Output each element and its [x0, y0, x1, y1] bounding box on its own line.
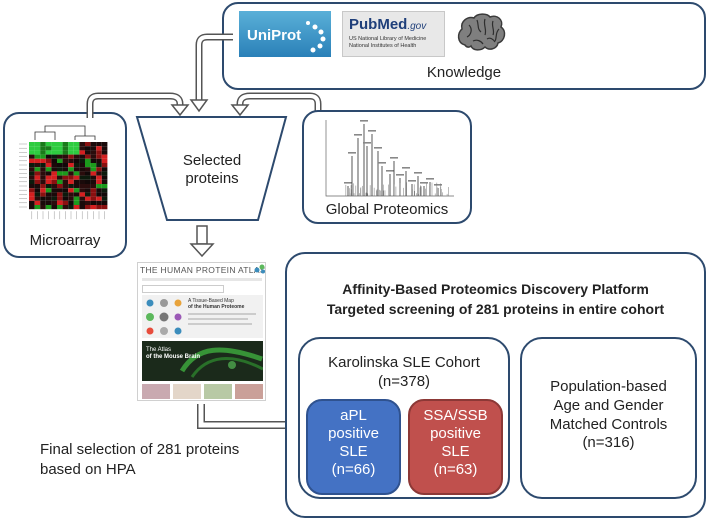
- mass-spectrum: [320, 116, 460, 202]
- hpa-panel2-line1: The Atlas: [146, 347, 172, 353]
- controls-label: Population-based Age and Gender Matched …: [549, 378, 668, 452]
- selected-proteins-label: Selected proteins: [182, 152, 242, 187]
- hpa-panel1-line2: of the Human Proteome: [188, 304, 245, 310]
- hpa-tissue-icons: [146, 299, 182, 335]
- pubmed-brand: PubMed: [349, 16, 408, 33]
- ssa-ssb-positive-label: SSA/SSB positive SLE (n=63): [423, 407, 488, 478]
- platform-title: Affinity-Based Proteomics Discovery Plat…: [326, 281, 665, 318]
- hpa-banner: THE HUMAN PROTEIN ATLAS: [140, 265, 266, 275]
- global-proteomics-label: Global Proteomics: [325, 201, 449, 218]
- final-selection-text: Final selection of 281 proteins based on…: [40, 441, 240, 478]
- hpa-panel2-line2: of the Mouse Brain: [146, 354, 201, 361]
- hpa-mouse-brain-panel: The Atlas of the Mouse Brain: [142, 341, 263, 381]
- apl-positive-box: [306, 399, 401, 495]
- pubmed-gov: .gov: [407, 21, 427, 32]
- pubmed-sub2: National Institutes of Health: [349, 43, 417, 50]
- uniprot-text: UniProt: [247, 27, 301, 44]
- pubmed-logo: PubMed.gov US National Library of Medici…: [342, 11, 445, 57]
- knowledge-label: Knowledge: [426, 64, 502, 81]
- ssa-ssb-positive-box: [408, 399, 503, 495]
- microarray-heatmap: [15, 122, 115, 222]
- selection-funnel: [135, 116, 288, 221]
- uniprot-logo: UniProt: [239, 11, 331, 57]
- cohort-title: Karolinska SLE Cohort (n=378): [328, 354, 480, 390]
- pubmed-sub1: US National Library of Medicine: [349, 36, 427, 42]
- hpa-logo-icon: [254, 264, 265, 274]
- hpa-panel1-line1: A Tissue-Based Map: [188, 298, 234, 304]
- global-proteomics-box: [302, 110, 472, 224]
- apl-positive-label: aPL positive SLE (n=66): [328, 407, 379, 478]
- controls-box: [520, 337, 697, 499]
- microarray-label: Microarray: [29, 232, 101, 249]
- hpa-screenshot: THE HUMAN PROTEIN ATLAS A Tissue-Based M…: [137, 262, 266, 401]
- brain-icon: [455, 11, 507, 55]
